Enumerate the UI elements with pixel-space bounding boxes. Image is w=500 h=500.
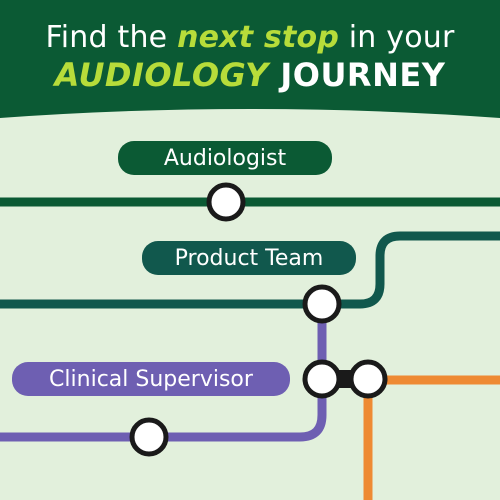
label-clinical-supervisor: Clinical Supervisor <box>12 362 290 396</box>
label-audiologist: Audiologist <box>118 141 332 175</box>
clinical-line <box>0 304 327 442</box>
headline-text: in your <box>339 20 455 55</box>
headline-accent: next stop <box>177 20 340 55</box>
headline-line-1: Find the next stop in your <box>0 20 500 55</box>
headline-line-2: AUDIOLOGY JOURNEY <box>0 56 500 94</box>
header-band <box>0 0 500 118</box>
label-product-team: Product Team <box>142 241 356 275</box>
station-clinical-supervisor <box>302 359 342 399</box>
station-product-team <box>302 284 342 324</box>
headline-text: JOURNEY <box>268 56 446 94</box>
product-line <box>0 231 500 309</box>
station-clinical-end <box>129 417 169 457</box>
headline-text: Find the <box>45 20 178 55</box>
station-orange-transfer <box>348 359 388 399</box>
headline-accent: AUDIOLOGY <box>54 56 269 94</box>
orange-line <box>363 375 500 500</box>
station-audiologist <box>206 182 246 222</box>
